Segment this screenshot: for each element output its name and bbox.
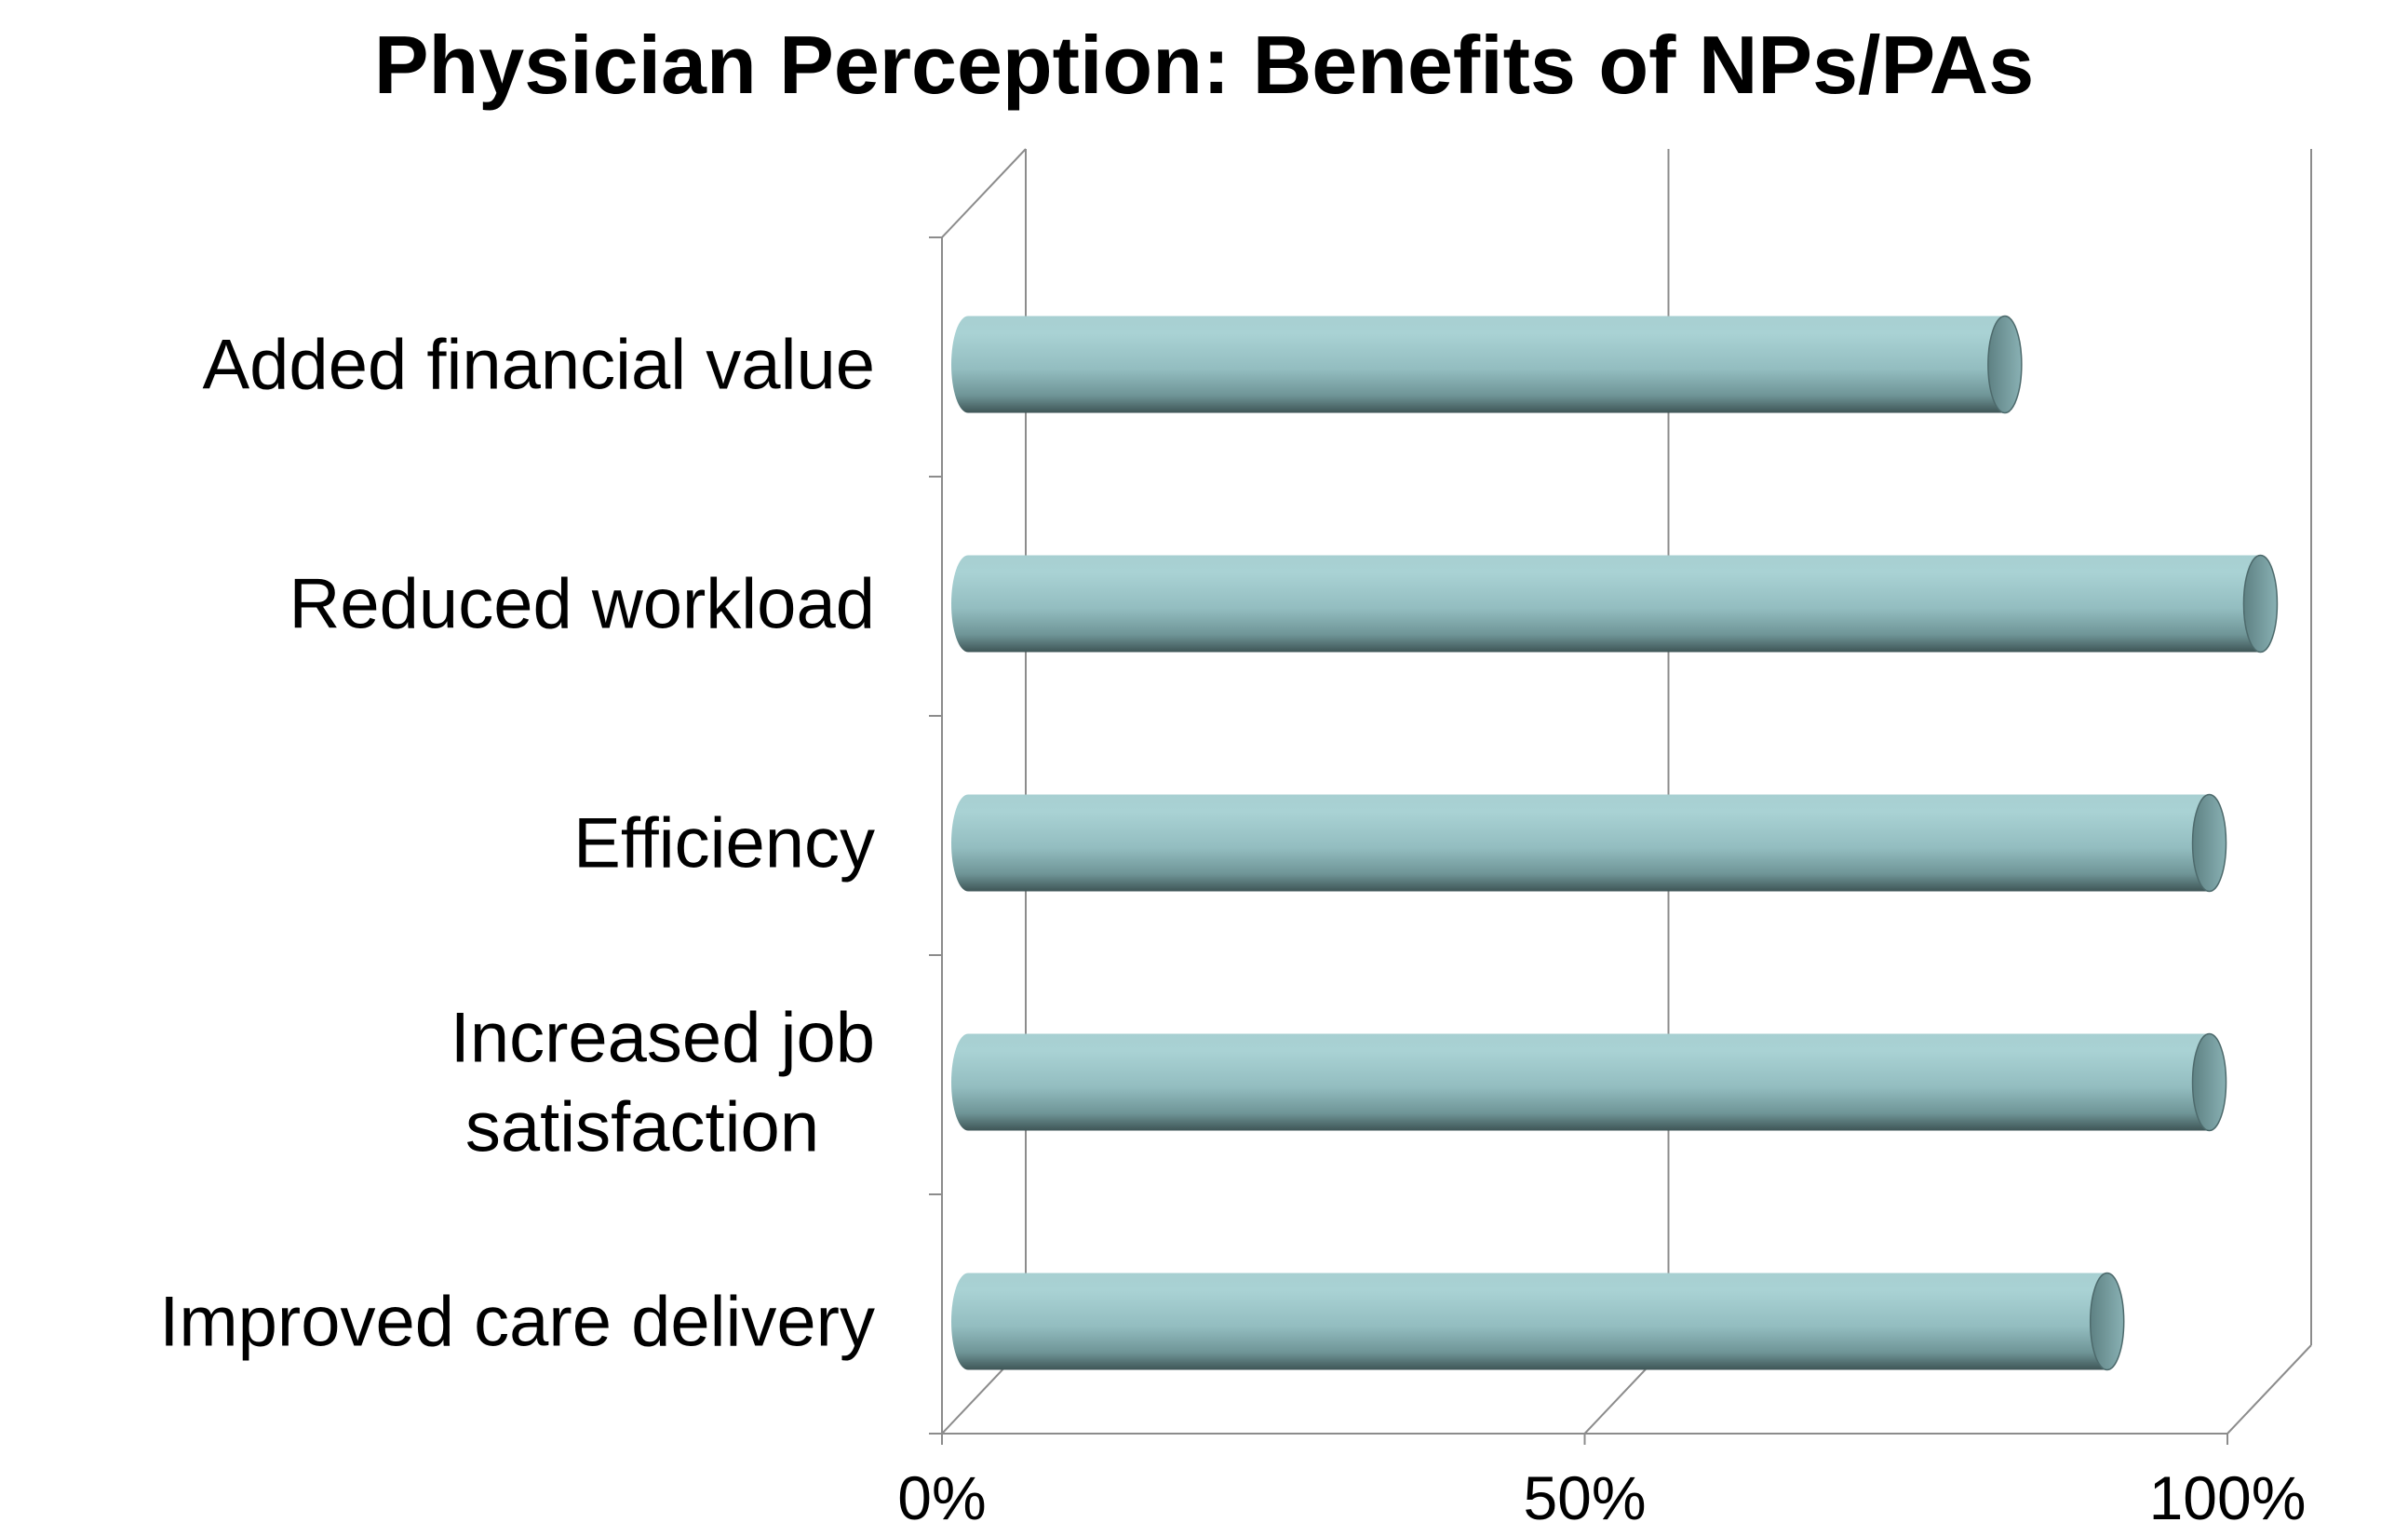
- x-tick-label: 100%: [2149, 1463, 2307, 1532]
- bar-cap: [2191, 1032, 2227, 1132]
- bar-body: [951, 316, 2005, 413]
- category-label: Efficiency: [573, 804, 875, 883]
- bar-body: [951, 1033, 2210, 1131]
- category-label: Increased job: [451, 999, 875, 1078]
- category-label: satisfaction: [465, 1088, 819, 1167]
- bar-cap: [2242, 554, 2279, 653]
- category-label: Reduced workload: [289, 565, 876, 644]
- wall-top-edge: [941, 148, 1027, 238]
- bar: [951, 793, 2227, 893]
- bar: [951, 1272, 2125, 1371]
- bar-body: [951, 1273, 2107, 1370]
- x-tick-labels: 0% 50% 100%: [897, 1463, 2306, 1532]
- bar-cap: [2089, 1272, 2125, 1371]
- x-tick-label: 50%: [1523, 1463, 1646, 1532]
- bar-body: [951, 794, 2210, 892]
- bar-cap: [2191, 793, 2227, 893]
- bar-cap: [1987, 315, 2023, 414]
- chart-title: Physician Perception: Benefits of NPs/PA…: [373, 19, 2035, 111]
- floor-gridline: [2226, 1344, 2312, 1435]
- bar-body: [951, 555, 2261, 653]
- category-label: Added financial value: [202, 326, 875, 405]
- bar: [951, 315, 2023, 414]
- chart-bars: [951, 315, 2279, 1371]
- x-tick-label: 0%: [897, 1463, 986, 1532]
- bar: [951, 1032, 2227, 1132]
- category-label: Improved care delivery: [159, 1283, 875, 1362]
- bar: [951, 554, 2279, 653]
